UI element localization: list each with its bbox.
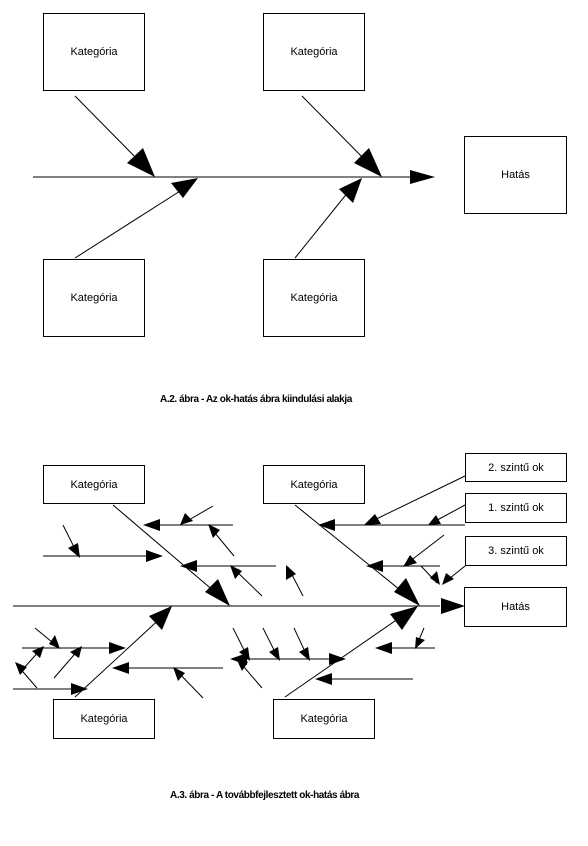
- d2-main-bottom-left: [74, 613, 166, 698]
- category-label: Kategória: [290, 46, 338, 58]
- level3-cause-label: 3. szintű ok: [488, 545, 544, 557]
- d1-category-box-top-right: Kategória: [263, 13, 365, 91]
- d1-arrow-br: [339, 178, 362, 203]
- effect-label: Hatás: [501, 169, 530, 181]
- d1-arrow-tr: [354, 148, 382, 177]
- category-label: Kategória: [80, 713, 128, 725]
- d1-effect-box: Hatás: [464, 136, 567, 214]
- category-label: Kategória: [70, 46, 118, 58]
- d2-level2-cause-box: 2. szintű ok: [465, 453, 567, 482]
- d2-main-top-left: [112, 504, 223, 599]
- d1-branch-top-left: [74, 95, 146, 168]
- d2-arrow-tr: [394, 578, 420, 606]
- d1-branch-bottom-left: [74, 185, 189, 259]
- level2-cause-label: 2. szintű ok: [488, 461, 544, 474]
- d2-arrow-bl: [149, 606, 172, 630]
- d1-branch-top-right: [301, 95, 373, 168]
- diagram2-lines: [13, 475, 466, 699]
- d2-level1-cause-box: 1. szintű ok: [465, 493, 567, 523]
- arrowheads: [15, 148, 465, 695]
- d2-category-box-top-right: Kategória: [263, 465, 365, 504]
- category-label: Kategória: [70, 292, 118, 304]
- d1-caption: A.2. ábra - Az ok-hatás ábra kiindulási …: [160, 394, 352, 405]
- d2-arrow-br: [390, 606, 418, 630]
- d2-category-box-bottom-right: Kategória: [273, 699, 375, 739]
- category-label: Kategória: [70, 478, 118, 491]
- d2-main-top-right: [294, 504, 411, 599]
- d2-caption: A.3. ábra - A továbbfejlesztett ok-hatás…: [170, 790, 360, 801]
- category-label: Kategória: [290, 292, 338, 304]
- d2-effect-box: Hatás: [464, 587, 567, 627]
- category-label: Kategória: [290, 478, 338, 491]
- d2-category-box-top-left: Kategória: [43, 465, 145, 504]
- d2-arrow-spine: [441, 598, 465, 614]
- level1-cause-label: 1. szintű ok: [488, 502, 544, 514]
- diagram1-lines: [33, 95, 415, 259]
- category-label: Kategória: [300, 713, 348, 725]
- d1-category-box-top-left: Kategória: [43, 13, 145, 91]
- d1-arrow-tl: [127, 148, 155, 177]
- d1-branch-bottom-right: [294, 185, 354, 259]
- d2-category-box-bottom-left: Kategória: [53, 699, 155, 739]
- effect-label: Hatás: [501, 601, 530, 613]
- d1-category-box-bottom-left: Kategória: [43, 259, 145, 337]
- d2-main-bottom-right: [284, 613, 406, 698]
- d1-arrow-spine: [410, 170, 435, 184]
- d1-arrow-bl: [171, 178, 198, 198]
- d1-category-box-bottom-right: Kategória: [263, 259, 365, 337]
- d2-arrow-tl: [205, 579, 230, 606]
- d2-level3-cause-box: 3. szintű ok: [465, 536, 567, 566]
